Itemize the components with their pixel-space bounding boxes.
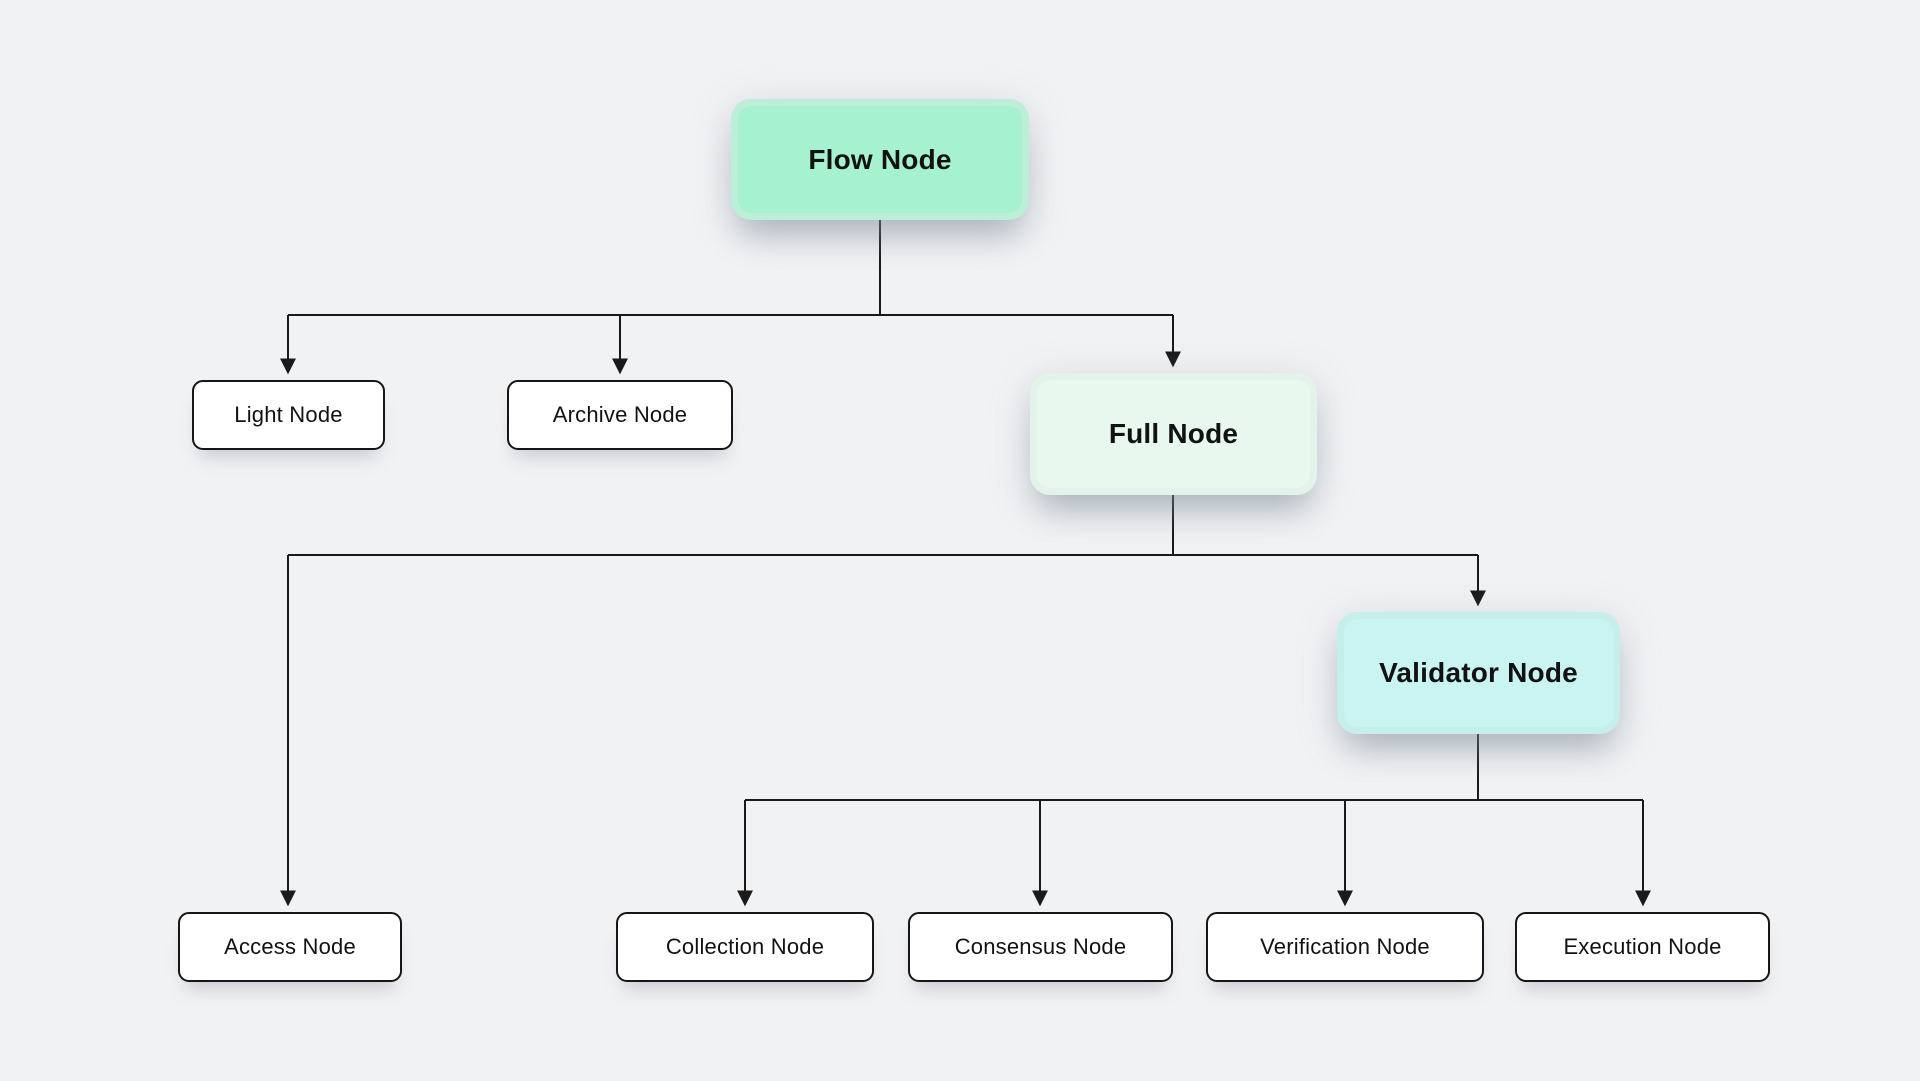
node-verification: Verification Node xyxy=(1206,912,1484,982)
node-light-label: Light Node xyxy=(234,402,343,427)
node-verification-label: Verification Node xyxy=(1260,934,1430,959)
node-validator-label: Validator Node xyxy=(1379,657,1578,688)
node-flow: Flow Node xyxy=(731,99,1029,220)
node-archive: Archive Node xyxy=(507,380,733,450)
node-collection: Collection Node xyxy=(616,912,874,982)
node-light: Light Node xyxy=(192,380,385,450)
node-consensus-label: Consensus Node xyxy=(954,934,1127,959)
node-collection-label: Collection Node xyxy=(665,934,825,959)
node-access-label: Access Node xyxy=(224,934,356,959)
node-access: Access Node xyxy=(178,912,402,982)
node-execution-label: Execution Node xyxy=(1563,934,1722,959)
node-validator: Validator Node xyxy=(1337,612,1620,734)
node-consensus: Consensus Node xyxy=(908,912,1173,982)
node-execution: Execution Node xyxy=(1515,912,1770,982)
node-full: Full Node xyxy=(1030,373,1317,495)
node-flow-label: Flow Node xyxy=(808,143,952,175)
node-full-label: Full Node xyxy=(1108,418,1239,449)
node-archive-label: Archive Node xyxy=(552,402,688,427)
